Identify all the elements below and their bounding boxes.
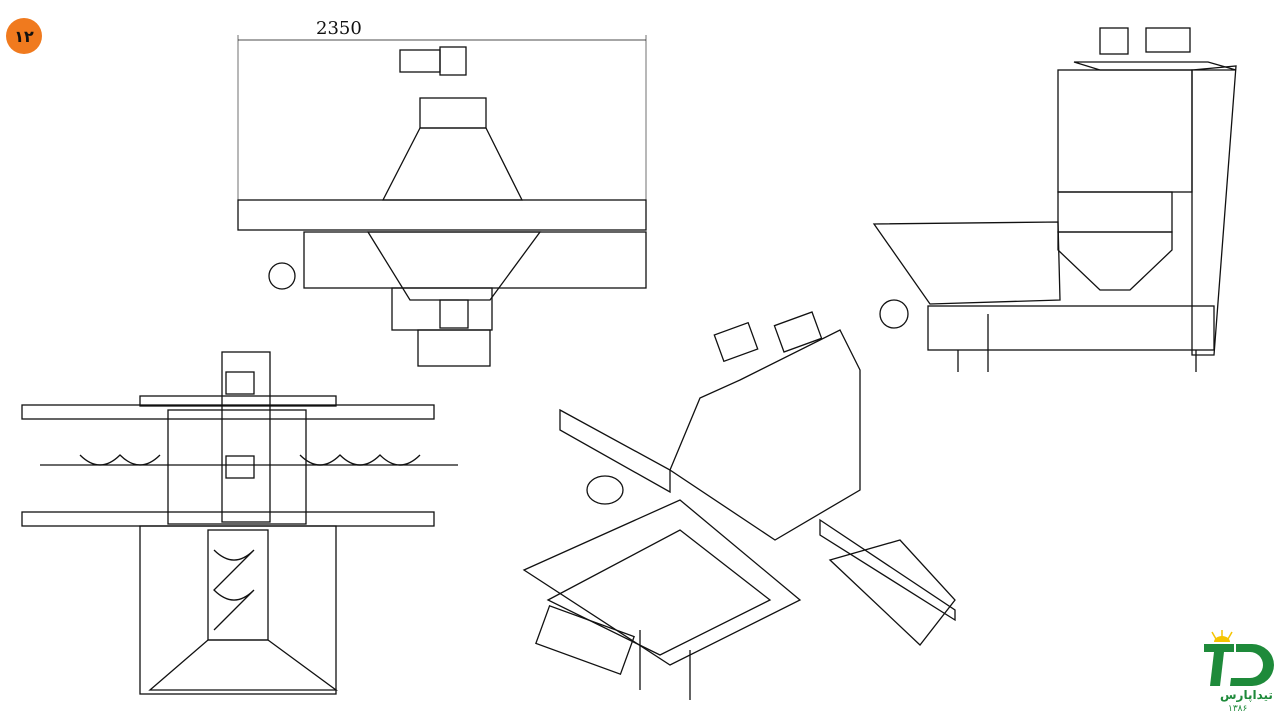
logo-mark (1204, 630, 1274, 686)
dimension-label: 2350 (316, 18, 362, 39)
side-view-drawing (872, 27, 1237, 372)
logo-name: تیداپارس (1220, 688, 1273, 702)
company-logo: تیداپارس ۱۳۸۶ (1200, 628, 1278, 718)
top-view-drawing (21, 351, 458, 695)
front-view-drawing (237, 35, 647, 367)
logo-year: ۱۳۸۶ (1228, 704, 1248, 714)
page-number-badge: ۱۲ (6, 18, 42, 54)
isometric-view-drawing (522, 311, 956, 700)
